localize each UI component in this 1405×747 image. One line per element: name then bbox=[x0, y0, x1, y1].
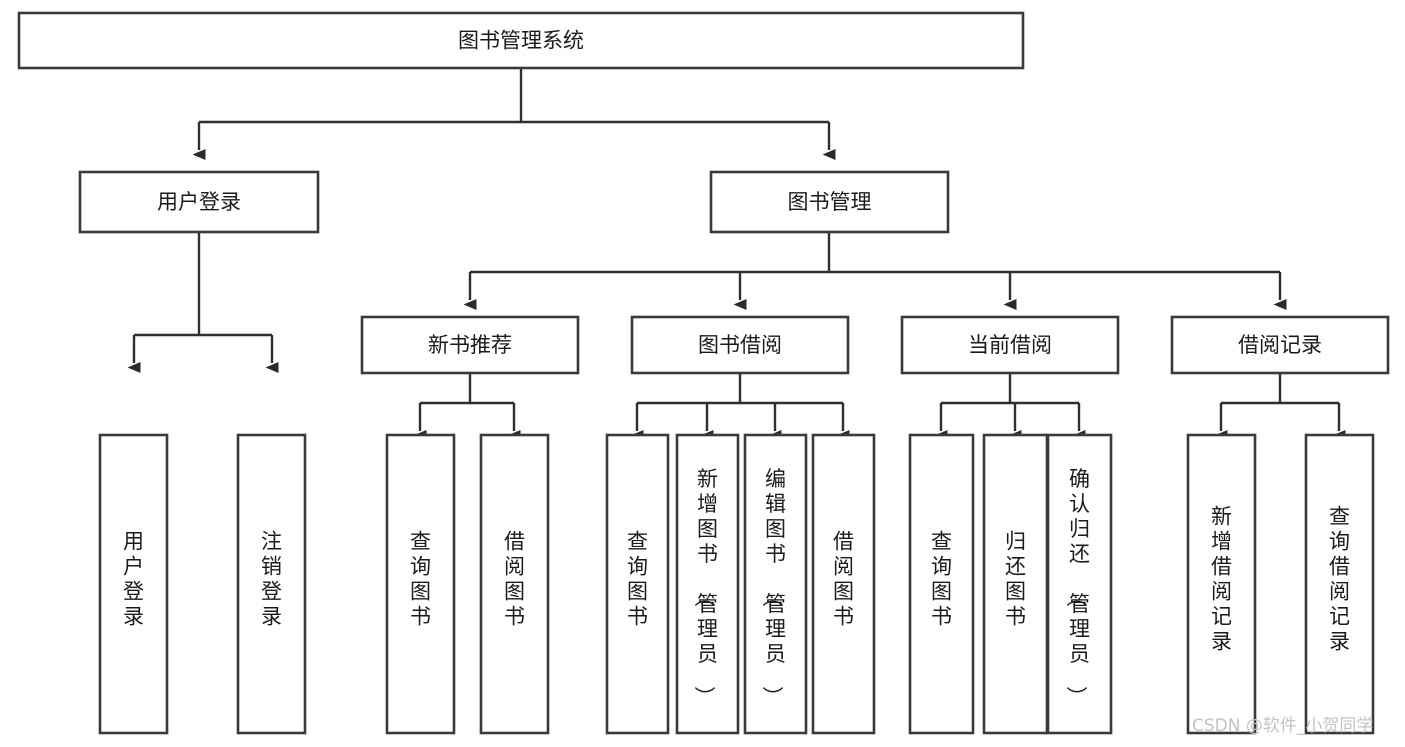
node-leaf-query-record[interactable]: 查询借阅记录 bbox=[1304, 433, 1375, 735]
node-label: 编辑图书（管理员） bbox=[760, 467, 786, 707]
node-user-login[interactable]: 用户登录 bbox=[78, 170, 320, 234]
node-label: 新增图书（管理员） bbox=[692, 467, 718, 707]
node-book-borrow[interactable]: 图书借阅 bbox=[630, 315, 850, 375]
node-borrow-record[interactable]: 借阅记录 bbox=[1170, 315, 1390, 375]
csdn-watermark: CSDN @软件_小贺同学 bbox=[1192, 716, 1373, 736]
node-new-book-recommend[interactable]: 新书推荐 bbox=[360, 315, 580, 375]
node-label: 新书推荐 bbox=[428, 333, 512, 357]
connector-bus-root bbox=[192, 68, 836, 160]
node-leaf-confirm-return[interactable]: 确认归还（管理员） bbox=[1046, 433, 1113, 735]
node-label: 图书借阅 bbox=[698, 333, 782, 357]
node-label: 借阅图书 bbox=[504, 530, 525, 629]
connector-bus-user-login bbox=[127, 232, 279, 373]
node-leaf-query-book-2[interactable]: 查询图书 bbox=[605, 433, 670, 735]
node-label: 图书管理系统 bbox=[458, 29, 584, 53]
node-leaf-borrow-book-2[interactable]: 借阅图书 bbox=[811, 433, 876, 735]
node-label: 查询图书 bbox=[410, 530, 431, 629]
node-book-manage[interactable]: 图书管理 bbox=[709, 170, 950, 234]
node-leaf-logout[interactable]: 注销登录 bbox=[236, 433, 307, 735]
node-leaf-user-login[interactable]: 用户登录 bbox=[98, 433, 169, 735]
node-layer: 图书管理系统用户登录图书管理新书推荐图书借阅当前借阅借阅记录用户登录注销登录查询… bbox=[17, 11, 1390, 735]
node-label: 借阅记录 bbox=[1238, 333, 1322, 357]
node-label: 用户登录 bbox=[123, 530, 144, 629]
node-label: 确认归还（管理员） bbox=[1064, 467, 1090, 707]
node-label: 图书管理 bbox=[788, 190, 872, 214]
connector-bus-borrow-record bbox=[1214, 373, 1346, 441]
node-leaf-add-record[interactable]: 新增借阅记录 bbox=[1186, 433, 1257, 735]
connector-bus-book-borrow bbox=[630, 373, 850, 441]
node-leaf-query-book-1[interactable]: 查询图书 bbox=[385, 433, 456, 735]
connector-layer bbox=[127, 68, 1346, 441]
node-leaf-query-book-3[interactable]: 查询图书 bbox=[908, 433, 975, 735]
node-label: 当前借阅 bbox=[968, 333, 1052, 357]
connector-bus-book-manage bbox=[463, 232, 1287, 310]
node-label: 归还图书 bbox=[1005, 530, 1026, 629]
node-leaf-return-book[interactable]: 归还图书 bbox=[982, 433, 1049, 735]
node-label: 用户登录 bbox=[157, 190, 241, 214]
node-leaf-add-book[interactable]: 新增图书（管理员） bbox=[675, 433, 740, 735]
connector-bus-new-book bbox=[413, 373, 521, 441]
node-leaf-edit-book[interactable]: 编辑图书（管理员） bbox=[743, 433, 808, 735]
node-root-图书管理系统[interactable]: 图书管理系统 bbox=[17, 11, 1025, 70]
node-current-borrow[interactable]: 当前借阅 bbox=[900, 315, 1120, 375]
node-label: 查询图书 bbox=[931, 530, 952, 629]
node-leaf-borrow-book-1[interactable]: 借阅图书 bbox=[479, 433, 550, 735]
node-label: 注销登录 bbox=[261, 530, 282, 629]
node-label: 新增借阅记录 bbox=[1211, 505, 1232, 654]
node-label: 借阅图书 bbox=[833, 530, 854, 629]
connector-bus-current-borrow bbox=[934, 373, 1086, 441]
node-label: 查询图书 bbox=[627, 530, 648, 629]
node-label: 查询借阅记录 bbox=[1329, 505, 1350, 654]
